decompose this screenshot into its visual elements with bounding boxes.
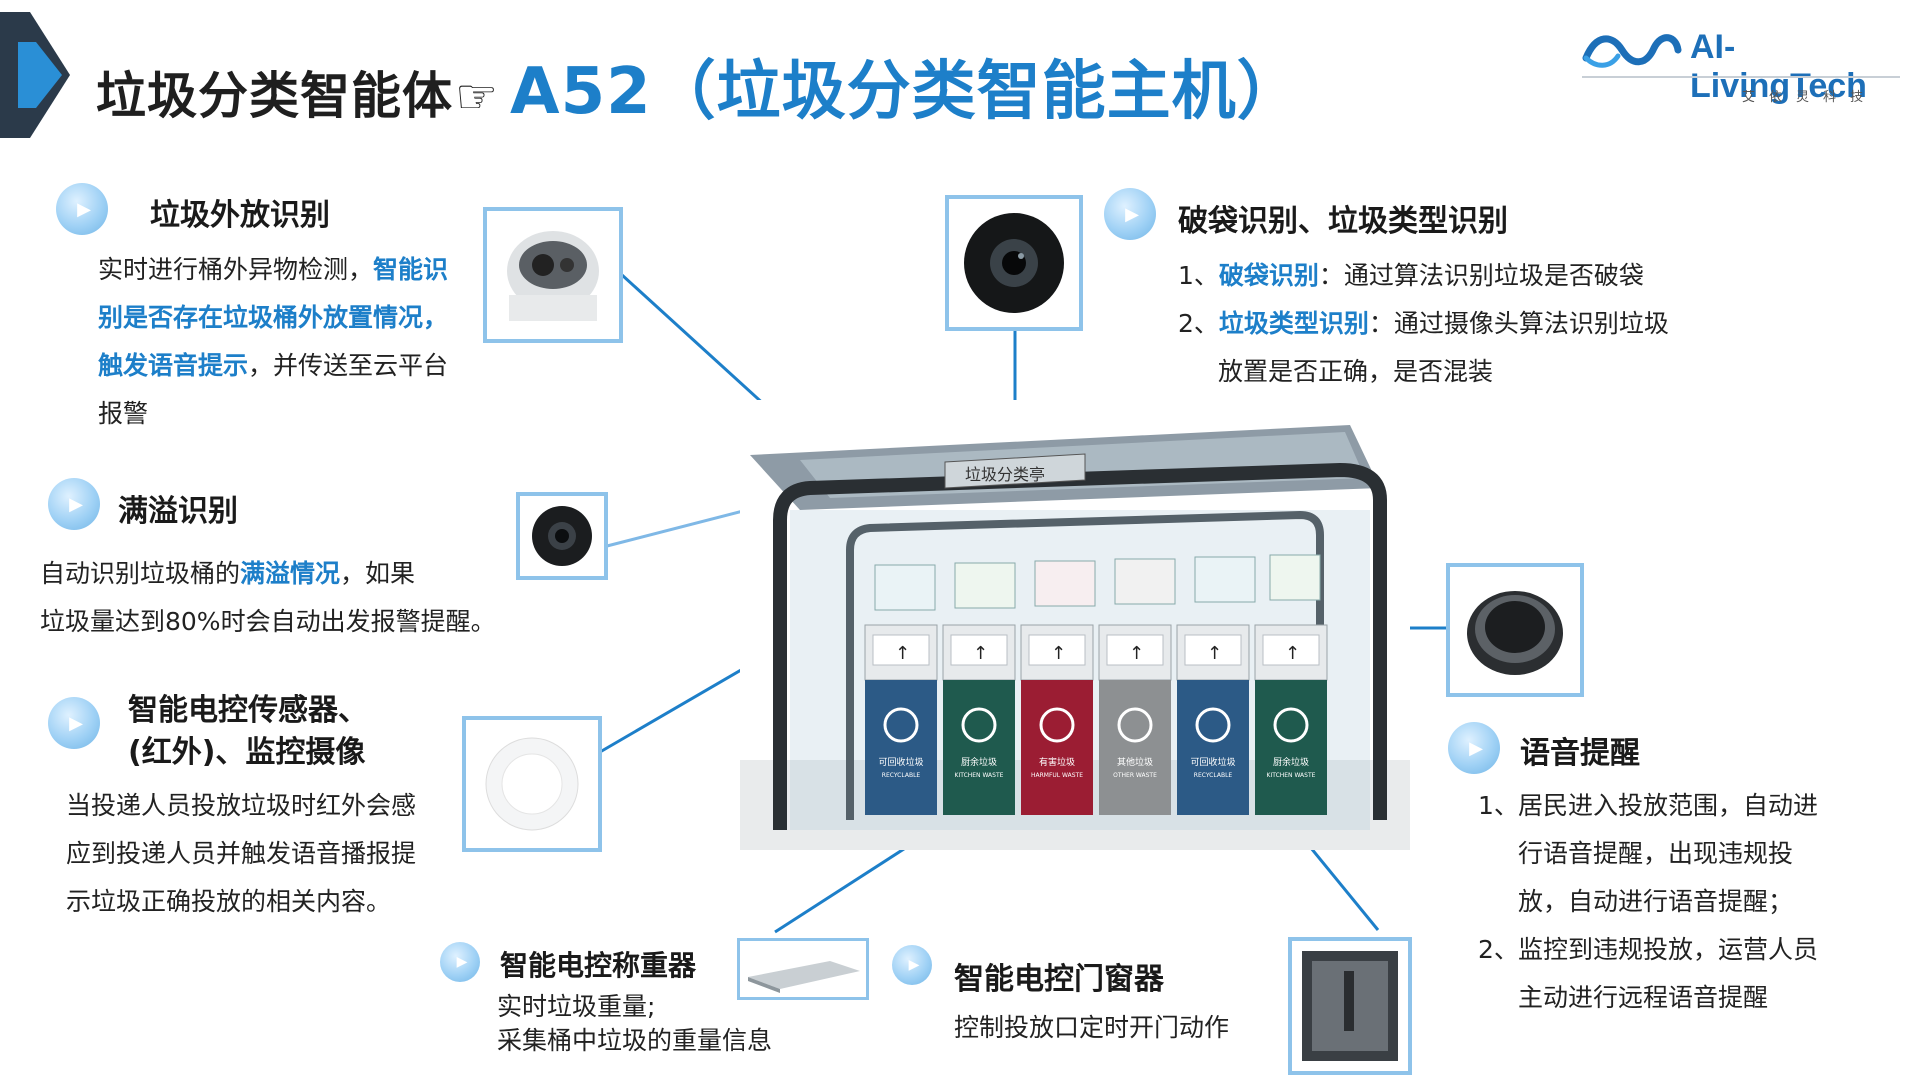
bin-label: 厨余垃圾 — [1273, 756, 1309, 768]
photo-infrared-sensor — [462, 716, 602, 852]
play-icon: ▶ — [908, 957, 920, 973]
photo-dome-camera — [483, 207, 623, 343]
bin-label: 可回收垃圾 — [1190, 756, 1235, 768]
photo-door-controller — [1288, 937, 1412, 1075]
text-bag: 1、破袋识别：通过算法识别垃圾是否破袋 2、垃圾类型识别：通过摄像头算法识别垃圾… — [1178, 261, 1669, 386]
logo-divider — [1582, 76, 1900, 78]
text-sensor: 当投递人员投放垃圾时红外会感应到投递人员并触发语音播报提示垃圾正确投放的相关内容… — [66, 791, 417, 916]
photo-overflow-camera — [516, 492, 608, 580]
bullet-sensor: ▶ — [48, 697, 100, 749]
bullet-voice: ▶ — [1448, 722, 1500, 774]
bin-sublabel: HARMFUL WASTE — [1031, 772, 1083, 779]
bin-sublabel: KITCHEN WASTE — [1267, 772, 1316, 779]
play-icon: ▶ — [69, 493, 83, 515]
kiosk-bin: ↑ 有害垃圾 HARMFUL WASTE — [1020, 624, 1094, 815]
photo-bag-camera — [945, 195, 1083, 331]
bin-sublabel: OTHER WASTE — [1113, 772, 1157, 779]
photo-weighing-scale — [737, 938, 869, 1000]
text-outside: 实时进行桶外异物检测，智能识别是否存在垃圾桶外放置情况，触发语音提示，并传送至云… — [98, 255, 449, 428]
heading-voice: 语音提醒 — [1520, 736, 1640, 771]
bin-sublabel: RECYCLABLE — [882, 772, 921, 779]
bullet-scale: ▶ — [440, 942, 480, 982]
play-icon: ▶ — [456, 954, 468, 970]
logo-brand: AI-LivingTech — [1690, 28, 1867, 105]
header-chevron-icon — [0, 12, 70, 138]
text-door: 控制投放口定时开门动作 — [954, 1013, 1230, 1042]
bullet-outside: ▶ — [56, 183, 108, 235]
photo-speaker — [1446, 563, 1584, 697]
heading-sensor: 智能电控传感器、 (红外)、监控摄像 — [128, 693, 368, 770]
svg-text:↑: ↑ — [1129, 643, 1144, 664]
svg-text:↑: ↑ — [1051, 643, 1066, 664]
text-overflow: 自动识别垃圾桶的满溢情况，如果 垃圾量达到80%时会自动出发报警提醒。 — [40, 559, 496, 636]
bin-label: 其他垃圾 — [1117, 756, 1153, 768]
kiosk-bin: ↑ 可回收垃圾 RECYCLABLE — [1176, 624, 1250, 815]
bin-label: 厨余垃圾 — [961, 756, 997, 768]
logo-wave-icon — [1582, 34, 1682, 68]
company-logo: AI-LivingTech 艾依灵科技 — [1582, 24, 1902, 105]
bullet-door: ▶ — [892, 945, 932, 985]
heading-outside: 垃圾外放识别 — [150, 198, 330, 233]
play-icon: ▶ — [69, 712, 83, 734]
bullet-bag: ▶ — [1104, 188, 1156, 240]
play-icon: ▶ — [1125, 203, 1139, 225]
title-part-2: A52（垃圾分类智能主机） — [510, 55, 1302, 129]
bin-sublabel: KITCHEN WASTE — [955, 772, 1004, 779]
svg-text:↑: ↑ — [973, 643, 988, 664]
kiosk-bin: ↑ 厨余垃圾 KITCHEN WASTE — [942, 624, 1016, 815]
heading-scale: 智能电控称重器 — [500, 949, 697, 982]
bin-posters — [874, 554, 1321, 611]
play-icon: ▶ — [1469, 737, 1483, 759]
svg-text:↑: ↑ — [895, 643, 910, 664]
text-scale: 实时垃圾重量; 采集桶中垃圾的重量信息 — [497, 992, 773, 1055]
kiosk-bin: ↑ 其他垃圾 OTHER WASTE — [1098, 624, 1172, 815]
bin-label: 可回收垃圾 — [878, 756, 923, 768]
logo-subtitle: 艾依灵科技 — [1742, 90, 1878, 105]
bin-sublabel: RECYCLABLE — [1194, 772, 1233, 779]
play-icon: ▶ — [77, 198, 91, 220]
kiosk-sign: 垃圾分类亭 — [965, 465, 1045, 484]
heading-overflow: 满溢识别 — [118, 494, 238, 529]
text-voice: 1、居民进入投放范围，自动进 行语音提醒，出现违规投 放，自动进行语音提醒； 2… — [1478, 791, 1819, 1012]
heading-bag: 破袋识别、垃圾类型识别 — [1178, 204, 1508, 239]
sorting-kiosk-illustration: 垃圾分类亭 ↑ 可回收垃圾 RECYCLABLE ↑ 厨余垃圾 KITCHEN WASTE… — [740, 400, 1410, 850]
page-title: 垃圾分类智能体 ☞ A52（垃圾分类智能主机） — [96, 40, 1302, 129]
svg-text:↑: ↑ — [1207, 643, 1222, 664]
bin-label: 有害垃圾 — [1039, 756, 1075, 768]
kiosk-bin: ↑ 可回收垃圾 RECYCLABLE — [864, 624, 938, 815]
title-part-1: 垃圾分类智能体 — [96, 67, 453, 125]
bullet-overflow: ▶ — [48, 478, 100, 530]
svg-text:↑: ↑ — [1285, 643, 1300, 664]
pointing-hand-icon: ☞ — [455, 69, 499, 125]
kiosk-bin: ↑ 厨余垃圾 KITCHEN WASTE — [1254, 624, 1328, 815]
heading-door: 智能电控门窗器 — [954, 962, 1164, 997]
